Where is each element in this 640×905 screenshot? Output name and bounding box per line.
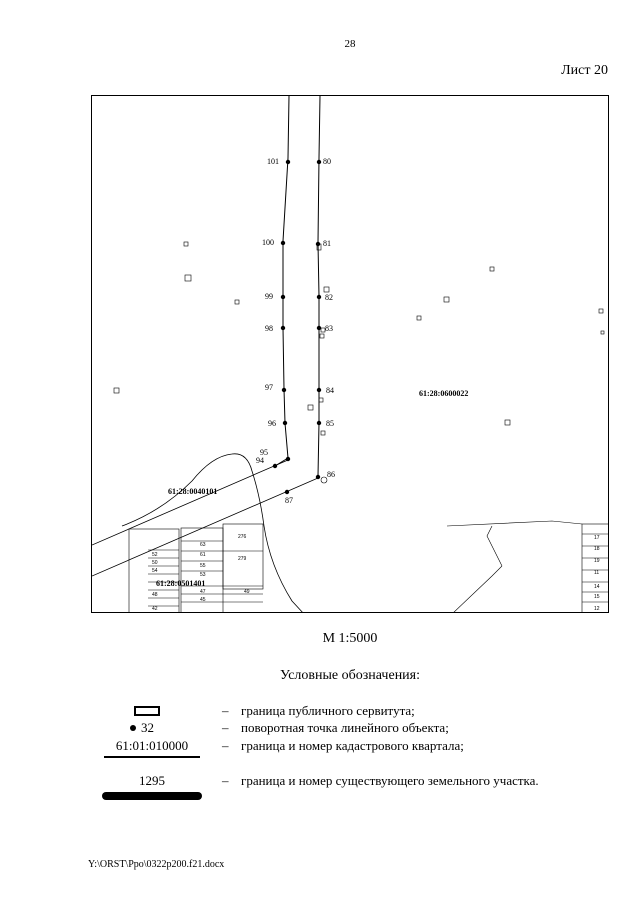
map-scale: М 1:5000 xyxy=(322,631,378,646)
parcel-label: 61 xyxy=(200,552,206,558)
label-95: 95 xyxy=(260,448,268,457)
label-82: 82 xyxy=(325,293,333,302)
point-87 xyxy=(284,489,290,495)
legend-desc: граница публичного сервитута; xyxy=(241,703,415,718)
quarter-sample: 61:01:010000 xyxy=(115,738,189,753)
parcel-label: 47 xyxy=(200,589,206,595)
point-80 xyxy=(316,159,322,165)
parcel-label: 18 xyxy=(594,546,600,552)
label-80: 80 xyxy=(323,157,331,166)
label-101: 101 xyxy=(267,157,279,166)
point-94 xyxy=(272,463,278,469)
parcel-block-right xyxy=(446,520,608,612)
parcel-label: 279 xyxy=(238,556,247,562)
parcel-label: 63 xyxy=(200,542,206,548)
legend-row-servitude: – граница публичного сервитута; xyxy=(0,703,640,723)
legend-desc: поворотная точка линейного объекта; xyxy=(241,720,449,735)
quarter-boundary-line-1 xyxy=(92,459,289,546)
quarter-label-3: 61:28:0501401 xyxy=(156,579,205,588)
servitude-left-boundary xyxy=(282,96,290,459)
legend-dash: – xyxy=(222,773,229,788)
label-83: 83 xyxy=(325,324,333,333)
point-83 xyxy=(316,325,322,331)
point-81 xyxy=(315,241,321,247)
quarter-boundary-curve xyxy=(121,453,303,612)
parcel-label: 45 xyxy=(200,597,206,603)
quarter-label-1: 61:28:0600022 xyxy=(419,389,468,398)
parcel-line-symbol xyxy=(102,792,202,800)
cadastral-map: 101 80 100 81 99 82 98 83 97 84 96 85 95… xyxy=(91,95,609,613)
label-94: 94 xyxy=(256,456,264,465)
legend-row-parcel: 1295 – граница и номер существующего зем… xyxy=(0,773,640,800)
parcel-label: 48 xyxy=(152,592,158,598)
parcel-label: 49 xyxy=(244,589,250,595)
label-87: 87 xyxy=(285,496,293,505)
legend-desc: граница и номер существующего земельного… xyxy=(241,773,539,788)
parcel-label: 14 xyxy=(594,584,600,590)
label-98: 98 xyxy=(265,324,273,333)
point-82 xyxy=(316,294,322,300)
parcel-label: 19 xyxy=(594,558,600,564)
sheet-label: Лист 20 xyxy=(561,63,608,78)
legend-row-point: 32 – поворотная точка линейного объекта; xyxy=(0,720,640,740)
parcel-label: 15 xyxy=(594,594,600,600)
label-84: 84 xyxy=(326,386,334,395)
boundary-points xyxy=(272,159,322,495)
quarter-line-symbol xyxy=(104,756,200,758)
point-97 xyxy=(281,387,287,393)
building-markers xyxy=(113,241,605,484)
footer-file-path: Y:\ORST\Ppo\0322p200.f21.docx xyxy=(88,859,225,870)
point-85 xyxy=(316,420,322,426)
label-81: 81 xyxy=(323,239,331,248)
legend-dash: – xyxy=(222,738,229,753)
parcel-block-left xyxy=(128,523,264,612)
parcel-label: 12 xyxy=(594,606,600,612)
legend-row-quarter: 61:01:010000 – граница и номер кадастров… xyxy=(0,738,640,758)
parcel-label: 55 xyxy=(200,563,206,569)
legend-title: Условные обозначения: xyxy=(279,668,421,683)
parcel-label: 17 xyxy=(594,535,600,541)
parcel-label: 276 xyxy=(238,534,247,540)
point-100 xyxy=(280,240,286,246)
label-99: 99 xyxy=(265,292,273,301)
servitude-symbol xyxy=(134,706,160,716)
point-86 xyxy=(315,474,321,480)
quarter-label-2: 61:28:0040101 xyxy=(168,487,217,496)
parcel-sample: 1295 xyxy=(139,773,165,788)
quarter-boundary-line-2 xyxy=(92,477,319,577)
point-101 xyxy=(285,159,291,165)
point-98 xyxy=(280,325,286,331)
label-85: 85 xyxy=(326,419,334,428)
label-97: 97 xyxy=(265,383,273,392)
point-99 xyxy=(280,294,286,300)
parcel-label: 42 xyxy=(152,606,158,612)
point-symbol: 32 xyxy=(130,720,154,736)
parcel-label: 54 xyxy=(152,568,158,574)
parcel-label: 52 xyxy=(152,552,158,558)
point-96 xyxy=(282,420,288,426)
point-sample: 32 xyxy=(141,720,154,735)
label-100: 100 xyxy=(262,238,274,247)
point-84 xyxy=(316,387,322,393)
legend-dash: – xyxy=(222,720,229,735)
point-95 xyxy=(285,456,291,462)
legend-desc: граница и номер кадастрового квартала; xyxy=(241,738,464,753)
servitude-right-boundary xyxy=(317,96,321,477)
parcel-label: 53 xyxy=(200,572,206,578)
parcel-label: 11 xyxy=(594,570,599,576)
page-number: 28 xyxy=(344,38,356,50)
legend-dash: – xyxy=(222,703,229,718)
point-dot-icon xyxy=(130,725,136,732)
label-86: 86 xyxy=(327,470,335,479)
parcel-label: 50 xyxy=(152,560,158,566)
label-96: 96 xyxy=(268,419,276,428)
